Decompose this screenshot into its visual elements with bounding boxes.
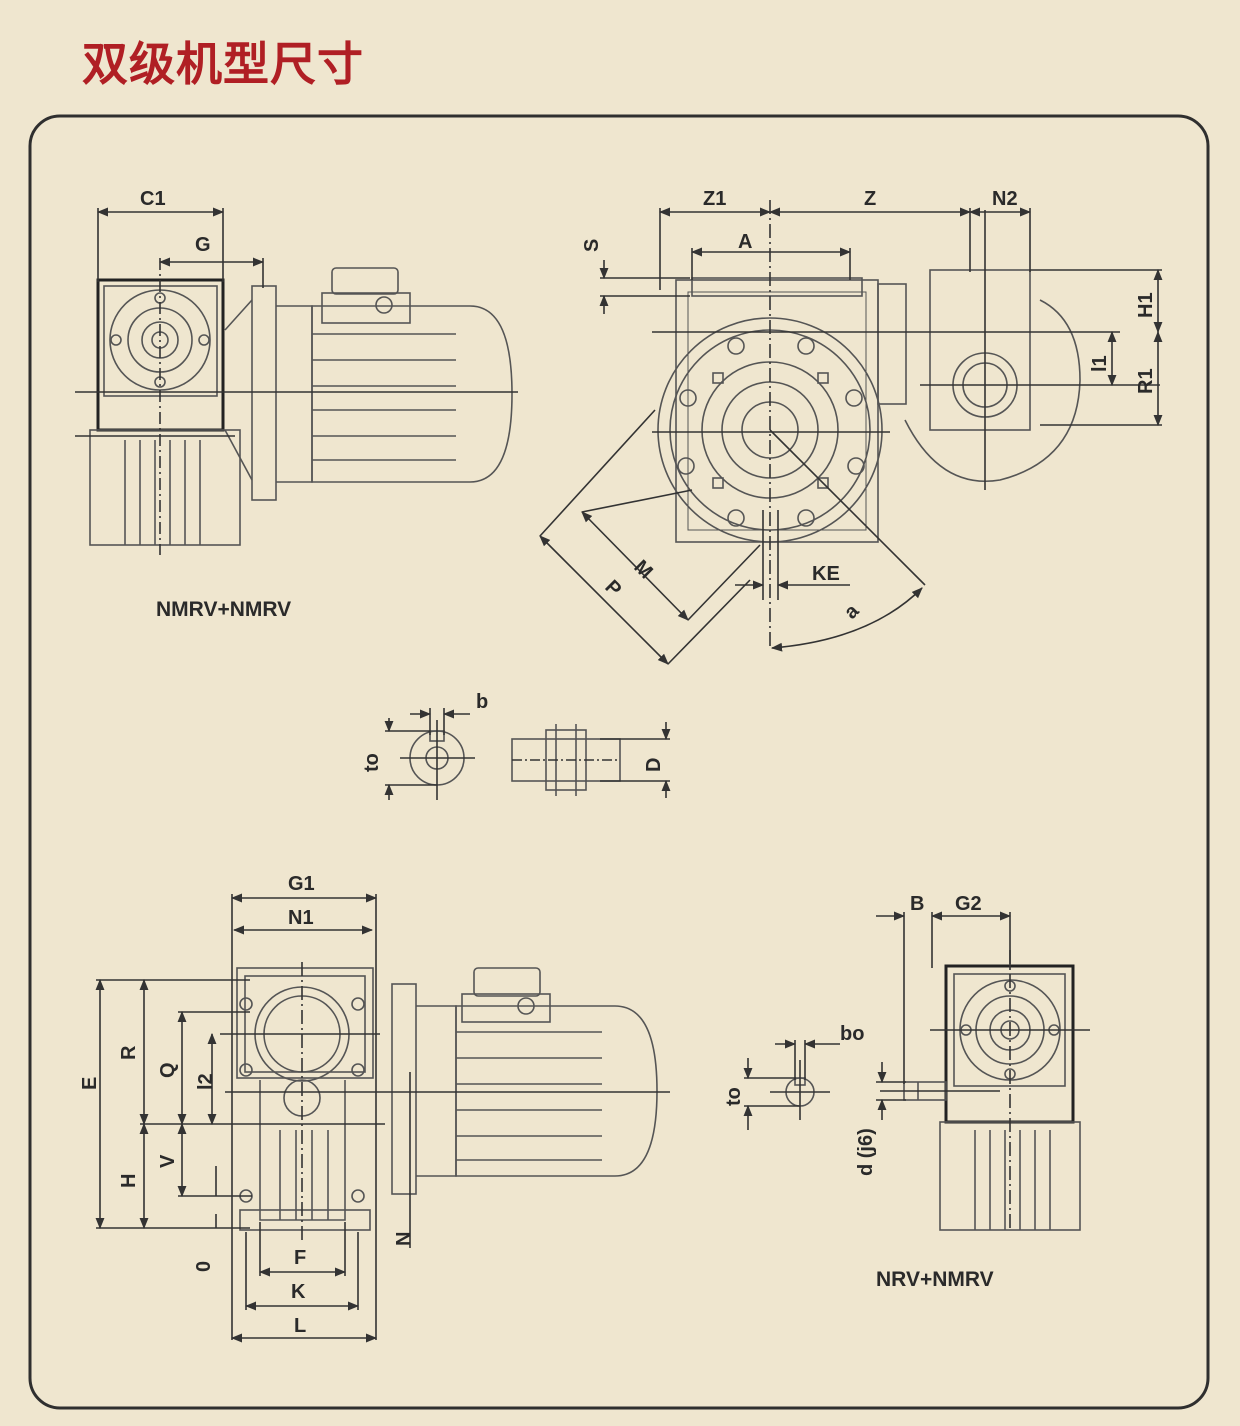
dim-l: L [294, 1315, 306, 1337]
front-view [539, 200, 1163, 665]
nmrv-view [75, 207, 518, 555]
dim-n1: N1 [288, 907, 314, 929]
side-view [95, 893, 670, 1343]
dim-p: P [600, 576, 625, 601]
shaft-detail [384, 708, 671, 800]
nrv-view [743, 911, 1090, 1231]
dim-v: V [157, 1154, 179, 1168]
dim-n2: N2 [992, 188, 1018, 210]
dim-e: E [79, 1077, 101, 1090]
dim-a-lower: a [840, 599, 864, 623]
dim-h1: H1 [1135, 292, 1157, 318]
nrv-caption: NRV+NMRV [876, 1268, 994, 1291]
dim-to-nrv: to [723, 1087, 745, 1106]
nmrv-caption: NMRV+NMRV [156, 598, 291, 621]
dim-d-shaft: D [643, 758, 665, 772]
dim-z: Z [864, 188, 876, 210]
dim-c1: C1 [140, 188, 166, 210]
dim-ke: KE [812, 563, 840, 585]
dim-r1: R1 [1135, 368, 1157, 394]
dim-bo: bo [840, 1023, 864, 1045]
page-title: 双级机型尺寸 [82, 37, 364, 91]
dim-to: to [361, 753, 383, 772]
dim-h: H [118, 1174, 140, 1188]
dim-l2: l2 [195, 1073, 217, 1090]
dim-q: Q [157, 1062, 179, 1078]
dim-g: G [195, 234, 211, 256]
dim-r: R [118, 1045, 140, 1060]
dim-f: F [294, 1247, 306, 1269]
dim-k: K [291, 1281, 306, 1303]
dim-m: M [629, 556, 656, 583]
dim-n: N [393, 1232, 415, 1246]
dim-l1: l1 [1089, 355, 1111, 372]
dim-a-upper: A [738, 231, 752, 253]
dim-z1: Z1 [703, 188, 726, 210]
dim-o: 0 [193, 1261, 215, 1272]
dim-g1: G1 [288, 873, 315, 895]
dim-b-large: B [910, 893, 924, 915]
drawing-frame [28, 114, 1210, 1410]
dim-b-small: b [476, 691, 488, 713]
dim-d-j6: d (j6) [855, 1128, 877, 1176]
dim-s: S [581, 239, 603, 252]
dim-g2: G2 [955, 893, 982, 915]
